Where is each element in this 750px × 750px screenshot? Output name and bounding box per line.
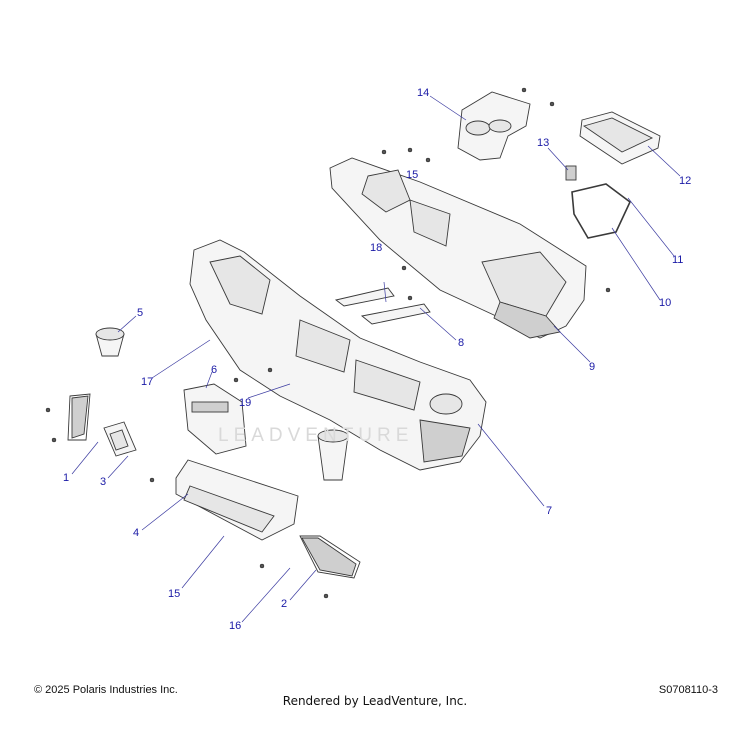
- part-6-switch-panel: [183, 383, 247, 455]
- part-3-bezel: [103, 421, 137, 457]
- cup-lower: [317, 429, 349, 481]
- fasteners: [45, 87, 611, 599]
- watermark: LEADVENTURE: [218, 425, 414, 446]
- callout-12[interactable]: 12: [679, 175, 692, 187]
- callout-16[interactable]: 16: [229, 620, 242, 632]
- part-1-grille: [67, 393, 91, 441]
- part-9-upper-dash: [329, 157, 587, 339]
- rendered-by-text: Rendered by LeadVenture, Inc.: [282, 694, 468, 708]
- part-5-cup: [95, 327, 125, 357]
- part-12-lid: [579, 111, 661, 165]
- part-7-main-dash: [189, 239, 487, 471]
- part-14-cupholder-tray: [457, 91, 531, 161]
- callout-5[interactable]: 5: [137, 307, 144, 319]
- part-4-glovebox: [175, 459, 299, 541]
- callout-17[interactable]: 17: [141, 376, 154, 388]
- callout-19[interactable]: 19: [239, 397, 252, 409]
- callout-15-upper[interactable]: 15: [406, 169, 419, 181]
- callout-3[interactable]: 3: [100, 476, 107, 488]
- callout-4[interactable]: 4: [133, 527, 140, 539]
- part-2-grille: [299, 535, 361, 579]
- part-11-gasket: [571, 183, 631, 239]
- callout-15-lower[interactable]: 15: [168, 588, 181, 600]
- callout-13[interactable]: 13: [537, 137, 550, 149]
- callout-10[interactable]: 10: [659, 297, 672, 309]
- callout-6[interactable]: 6: [211, 364, 218, 376]
- part-8-bracket: [334, 281, 431, 325]
- callout-9[interactable]: 9: [589, 361, 596, 373]
- callout-1[interactable]: 1: [63, 472, 70, 484]
- callout-8[interactable]: 8: [458, 337, 465, 349]
- callout-7[interactable]: 7: [546, 505, 553, 517]
- part-13-latch: [565, 165, 577, 181]
- callout-14[interactable]: 14: [417, 87, 430, 99]
- callout-11[interactable]: 11: [672, 254, 684, 266]
- leader-lines: [71, 95, 681, 623]
- callout-18[interactable]: 18: [370, 242, 383, 254]
- copyright-text: © 2025 Polaris Industries Inc.: [34, 684, 178, 696]
- callout-2[interactable]: 2: [281, 598, 288, 610]
- diagram-code: S0708110-3: [658, 684, 718, 696]
